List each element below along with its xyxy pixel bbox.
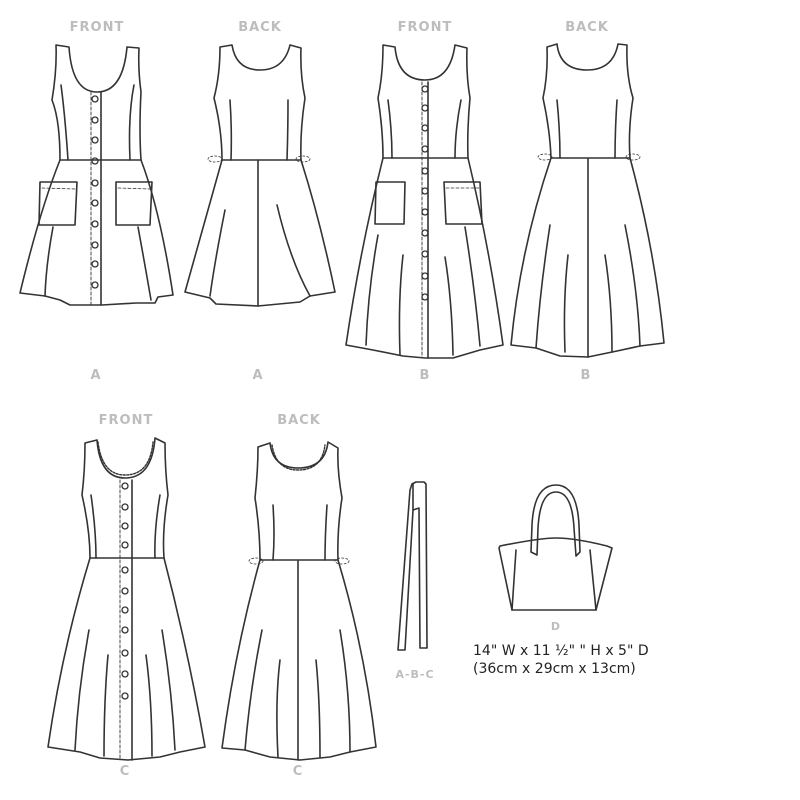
button-icons	[421, 85, 429, 301]
bag-drawing	[498, 484, 613, 611]
button-icons	[91, 95, 99, 289]
view-title-back-a: BACK	[238, 20, 282, 35]
view-title-front-c: FRONT	[98, 413, 154, 428]
belt-drawing	[397, 481, 428, 651]
button-icons	[121, 482, 129, 700]
dress-b-back-drawing	[510, 43, 665, 358]
dress-c-back-drawing	[221, 441, 377, 761]
dress-a-back-drawing	[184, 44, 336, 307]
variant-label-b-front: B	[419, 368, 431, 383]
variant-label-c-front: C	[119, 764, 131, 779]
variant-label-bag: D	[550, 620, 562, 633]
variant-label-a-back: A	[252, 368, 264, 383]
bag-dimensions-imperial: 14" W x 11 ½" " H x 5" D	[473, 643, 649, 659]
variant-label-b-back: B	[580, 368, 592, 383]
dress-a-front-drawing	[19, 44, 174, 306]
bag-dimensions: 14" W x 11 ½" " H x 5" D (36cm x 29cm x …	[473, 642, 649, 678]
dress-c-front-drawing	[47, 437, 206, 761]
variant-label-belt: A-B-C	[395, 668, 435, 681]
dress-b-front-drawing	[345, 44, 504, 359]
view-title-front-b: FRONT	[397, 20, 453, 35]
variant-label-a-front: A	[90, 368, 102, 383]
view-title-back-c: BACK	[277, 413, 321, 428]
variant-label-c-back: C	[292, 764, 304, 779]
view-title-back-b: BACK	[565, 20, 609, 35]
bag-dimensions-metric: (36cm x 29cm x 13cm)	[473, 661, 636, 677]
view-title-front-a: FRONT	[69, 20, 125, 35]
